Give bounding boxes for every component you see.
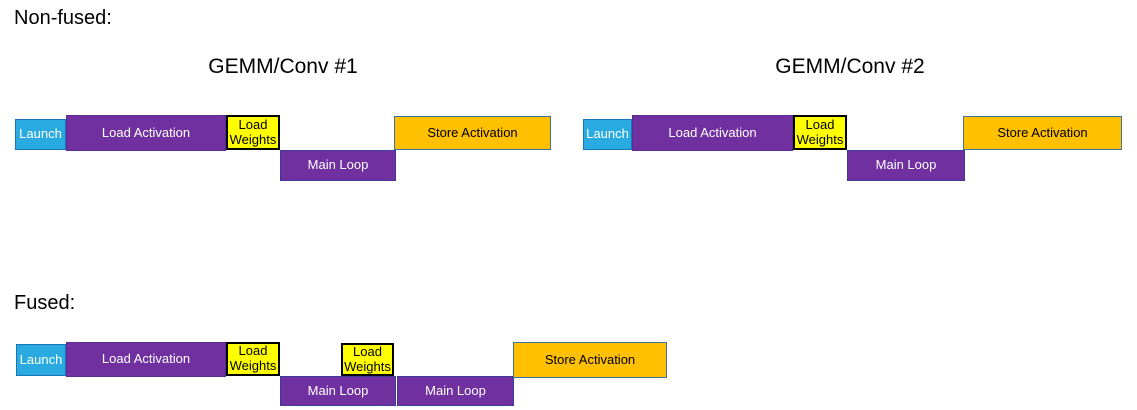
launch-block-fused: Launch: [16, 344, 66, 376]
load-activation-block-fused: Load Activation: [66, 342, 226, 377]
load-weights-block-gemm1: Load Weights: [226, 115, 280, 150]
load-activation-block-gemm1: Load Activation: [66, 115, 226, 151]
main-loop-block-fused-1: Main Loop: [280, 376, 396, 406]
main-loop-block-gemm1: Main Loop: [280, 150, 396, 181]
load-weights-block-fused-2: Load Weights: [341, 343, 394, 376]
load-weights-block-fused-1: Load Weights: [226, 342, 280, 376]
main-loop-block-gemm2: Main Loop: [847, 150, 965, 181]
section-label-non-fused: Non-fused:: [14, 7, 112, 29]
group-title-2: GEMM/Conv #2: [775, 55, 925, 78]
load-activation-block-gemm2: Load Activation: [632, 115, 793, 151]
store-activation-block-gemm2: Store Activation: [963, 116, 1122, 150]
launch-block-gemm1: Launch: [15, 119, 66, 150]
store-activation-block-fused: Store Activation: [513, 342, 667, 378]
launch-block-gemm2: Launch: [583, 119, 632, 150]
section-label-fused: Fused:: [14, 292, 76, 314]
group-title-1: GEMM/Conv #1: [208, 55, 358, 78]
store-activation-block-gemm1: Store Activation: [394, 116, 551, 150]
main-loop-block-fused-2: Main Loop: [397, 376, 514, 406]
load-weights-block-gemm2: Load Weights: [793, 115, 847, 150]
